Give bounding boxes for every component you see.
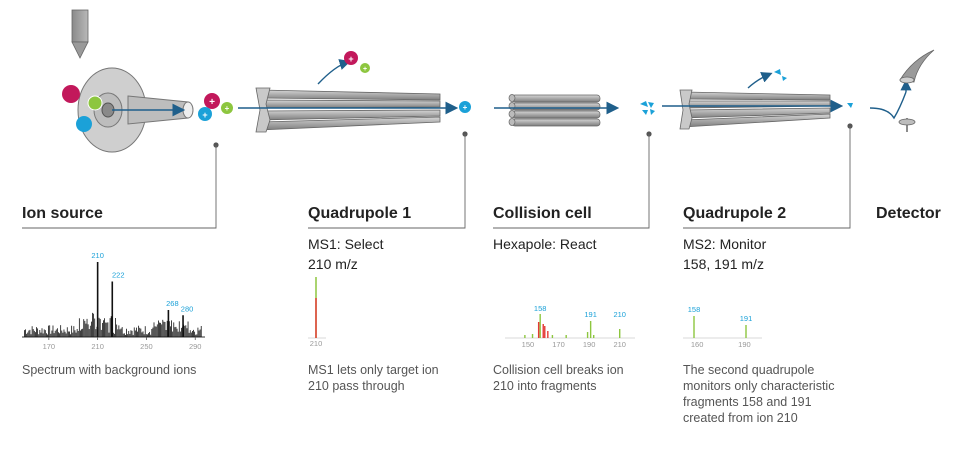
desc-cell: Collision cell breaks ion 210 into fragm… <box>493 362 663 394</box>
peak-label-210: 210 <box>91 251 104 260</box>
stage-title-quadrupole-1: Quadrupole 1 <box>308 205 412 222</box>
spectrum-q2: 158 191 160 190 <box>683 305 762 349</box>
ion-plus-symbol: + <box>209 97 215 108</box>
ion-cyan-plus <box>198 107 212 121</box>
q1-mz: 210 m/z <box>308 256 358 272</box>
desc-line: created from ion 210 <box>683 411 798 425</box>
ion-magenta-plus <box>204 93 220 109</box>
quadrupole-2 <box>662 69 853 130</box>
ion-magenta-rejected <box>344 51 358 65</box>
spectrum-cell: 158 191 210 150 170 190 210 <box>505 304 635 349</box>
ion-magenta-source <box>62 85 80 103</box>
desc-line: MS1 lets only target ion <box>308 363 439 377</box>
ion-plus-symbol: + <box>202 110 207 120</box>
fragments-icon <box>640 101 655 115</box>
stage-title-quadrupole-2: Quadrupole 2 <box>683 205 787 222</box>
desc-source: Spectrum with background ions <box>22 363 197 377</box>
quadrupole-1: + + + <box>238 51 471 133</box>
tick-label-160: 160 <box>691 340 704 349</box>
tick-label-150: 150 <box>522 340 535 349</box>
peak-label-268: 268 <box>166 299 179 308</box>
peak-label-210: 210 <box>613 310 626 319</box>
desc-line: monitors only characteristic <box>683 379 835 393</box>
stage-title-collision-cell: Collision cell <box>493 205 592 222</box>
spray-needle-icon <box>71 9 89 59</box>
ion-cyan-selected <box>459 101 471 113</box>
ion-green-plus <box>221 102 233 114</box>
ion-plus-symbol: + <box>463 103 468 112</box>
ion-source: + + + <box>62 9 233 153</box>
peak-label-222: 222 <box>112 271 125 280</box>
ion-plus-symbol: + <box>363 66 367 73</box>
fragment-selected-icon <box>847 103 853 108</box>
ion-cyan-source <box>76 116 92 132</box>
tick-label-290: 290 <box>189 342 202 351</box>
ion-plus-symbol: + <box>348 54 353 64</box>
peak-label-158: 158 <box>688 305 701 314</box>
stage-title-ion-source: Ion source <box>22 205 103 222</box>
stage-title-detector: Detector <box>876 205 941 222</box>
q2-mode: MS2: Monitor <box>683 236 767 252</box>
desc-q1: MS1 lets only target ion 210 pass throug… <box>308 362 468 394</box>
desc-line: fragments 158 and 191 <box>683 395 812 409</box>
collision-cell <box>494 94 655 127</box>
ion-green-rejected <box>360 63 370 73</box>
tick-label-170: 170 <box>43 342 56 351</box>
peak-label-191: 191 <box>740 314 753 323</box>
desc-line: 210 pass through <box>308 379 405 393</box>
callout-lines <box>22 123 853 229</box>
desc-line: Collision cell breaks ion <box>493 363 624 377</box>
desc-line: The second quadrupole <box>683 363 815 377</box>
spectrum-q1: 210 <box>308 277 326 348</box>
detector-icon <box>869 49 935 132</box>
desc-line: 210 into fragments <box>493 379 597 393</box>
tick-label-210: 210 <box>613 340 626 349</box>
peak-label-158: 158 <box>534 304 547 313</box>
tick-label-210: 210 <box>310 339 323 348</box>
ion-plus-symbol: + <box>225 104 230 113</box>
q1-mode: MS1: Select <box>308 236 384 252</box>
tick-label-190: 190 <box>583 340 596 349</box>
desc-q2: The second quadrupole monitors only char… <box>683 362 863 426</box>
peak-label-280: 280 <box>181 304 194 313</box>
tick-label-190: 190 <box>738 340 751 349</box>
q2-mz: 158, 191 m/z <box>683 256 764 272</box>
peak-label-191: 191 <box>584 310 597 319</box>
cell-mode: Hexapole: React <box>493 236 597 252</box>
tick-label-210: 210 <box>91 342 104 351</box>
ion-green-source <box>87 95 103 111</box>
tick-label-250: 250 <box>140 342 153 351</box>
tick-label-170: 170 <box>552 340 565 349</box>
